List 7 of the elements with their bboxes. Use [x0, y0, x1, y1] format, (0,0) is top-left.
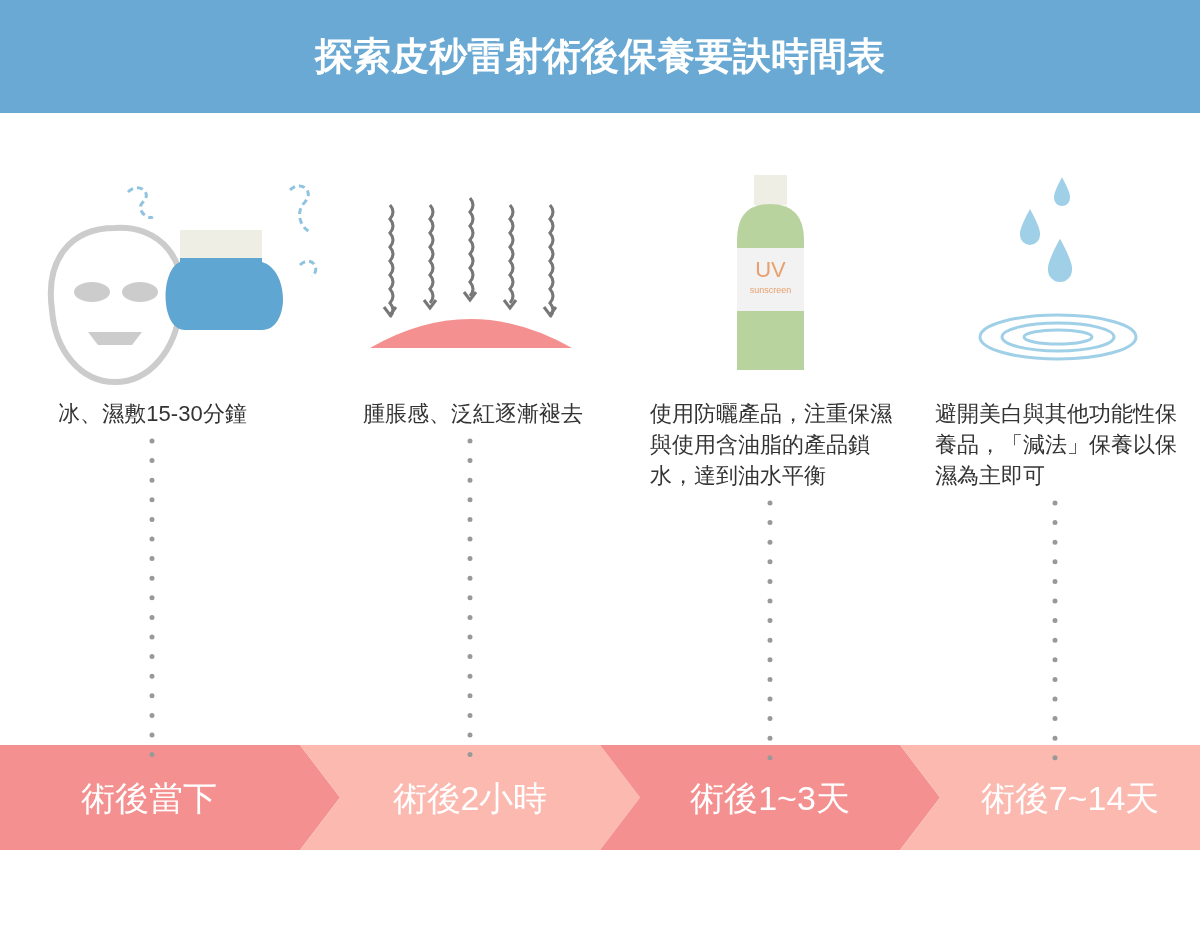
- bottle-label-text: sunscreen: [748, 285, 793, 295]
- title-banner: 探索皮秒雷射術後保養要訣時間表: [0, 0, 1200, 113]
- step-description: 使用防曬產品，注重保濕與使用含油脂的產品鎖水，達到油水平衡: [650, 398, 908, 491]
- step-description: 腫脹感、泛紅逐漸褪去: [330, 398, 615, 429]
- step-description: 冰、濕敷15-30分鐘: [30, 398, 275, 429]
- bottle-label-text: UV: [754, 257, 787, 283]
- step-description: 避開美白與其他功能性保養品，「減法」保養以保濕為主即可: [935, 398, 1193, 491]
